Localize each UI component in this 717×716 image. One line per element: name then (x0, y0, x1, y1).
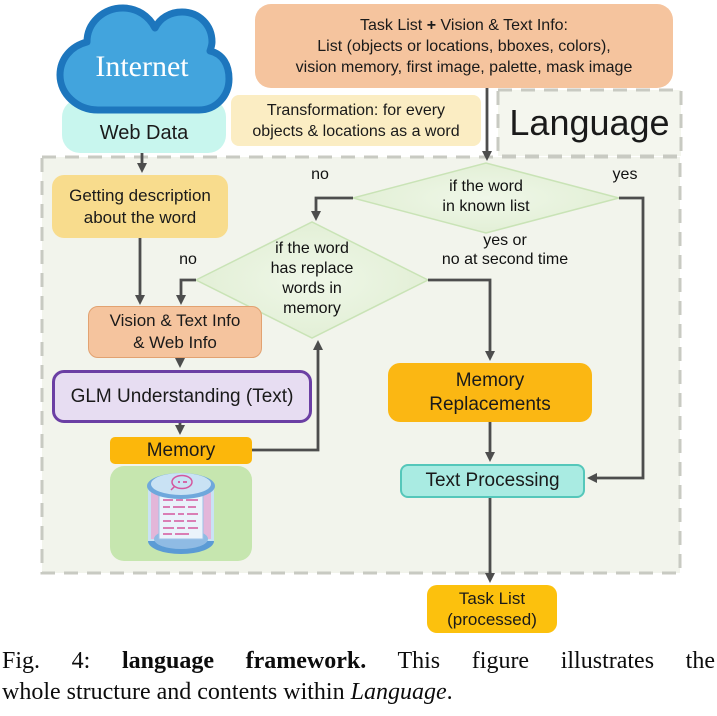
transformation-line2: objects & locations as a word (252, 122, 460, 140)
task-info-line1: Task List + Vision & Text Info: (360, 15, 568, 36)
decision-known-line2: in known list (442, 198, 530, 215)
edge-label-yes-or: yes or (483, 232, 527, 249)
arrow-diamond2-no-to-visioninfo (176, 278, 196, 305)
language-title-text: Language (509, 102, 670, 143)
getting-desc-line1: Getting description (69, 185, 211, 205)
cloud-icon (56, 4, 233, 114)
internet-node (50, 2, 234, 118)
database-text-lines (163, 499, 198, 535)
memory-repl-line2: Replacements (429, 393, 551, 415)
decision-replace-text: if the word has replace words in memory (232, 239, 392, 319)
caption-text-1: This figure illustrates the (397, 648, 715, 674)
transformation-node: Transformation: for every objects & loca… (231, 95, 481, 146)
edge-label-second-time: no at second time (441, 251, 569, 268)
task-info-plus: + (426, 16, 437, 34)
vision-info-line2: & Web Info (133, 333, 217, 352)
caption-italic-word: Language (350, 679, 447, 705)
memory-repl-line1: Memory (455, 369, 525, 391)
arrow-diamond1-no-to-diamond2 (311, 196, 353, 221)
task-list-processed-node: Task List (processed) (427, 585, 557, 633)
decision-replace-line1: if the word (275, 240, 349, 257)
internet-label: Internet (95, 50, 189, 83)
vision-web-info-node: Vision & Text Info & Web Info (88, 306, 262, 358)
language-title-border (496, 88, 683, 158)
task-processed-line2: (processed) (447, 610, 537, 629)
task-info-pre: Task List (360, 16, 423, 34)
caption-text-2: whole structure and contents within (2, 679, 345, 705)
text-processing-label: Text Processing (425, 470, 560, 491)
transformation-line1: Transformation: for every (266, 101, 446, 119)
vision-info-line1: Vision & Text Info (109, 311, 241, 330)
decision-replace-line4: memory (283, 300, 341, 317)
edge-label-no-1: no (311, 166, 329, 183)
caption-period: . (446, 679, 453, 705)
memory-label: Memory (146, 439, 216, 461)
edge-label-no-2: no (179, 251, 197, 268)
task-info-node: Task List + Vision & Text Info: List (ob… (255, 4, 673, 88)
decision-known-list-text: if the word in known list (396, 177, 576, 217)
memory-replacements-node: Memory Replacements (388, 363, 592, 422)
caption-bold-title: language framework. (121, 648, 367, 674)
task-processed-line1: Task List (458, 589, 526, 608)
arrow-diamond1-yes-to-textproc (587, 196, 645, 483)
database-cylinder-icon (147, 473, 215, 554)
caption-line1: Fig. 4: language framework. This figure … (2, 646, 715, 677)
speech-bubble-icon (170, 474, 193, 491)
getting-desc-line2: about the word (83, 207, 197, 227)
figure-caption: Fig. 4: language framework. This figure … (2, 646, 715, 708)
decision-known-line1: if the word (449, 178, 523, 195)
edge-label-yes: yes (612, 166, 638, 183)
getting-description-node: Getting description about the word (52, 175, 228, 238)
text-processing-node: Text Processing (400, 464, 585, 498)
arrow-diamond2-to-memrepl (428, 278, 495, 361)
web-data-label: Web Data (99, 121, 189, 144)
task-info-line2: List (objects or locations, bboxes, colo… (317, 37, 611, 55)
database-icon (143, 469, 219, 557)
decision-replace-line3: words in (282, 280, 342, 297)
edge-label-yes-or-no: yes or no at second time (420, 231, 590, 269)
glm-understanding-node: GLM Understanding (Text) (52, 370, 312, 423)
caption-line2: whole structure and contents within Lang… (2, 677, 715, 708)
arrow-memory-to-diamond2 (252, 340, 323, 452)
task-info-post: Vision & Text Info: (440, 16, 568, 34)
memory-node: Memory (110, 437, 252, 464)
task-info-line3: vision memory, first image, palette, mas… (295, 58, 633, 76)
glm-label: GLM Understanding (Text) (70, 385, 294, 407)
decision-replace-line2: has replace (270, 260, 354, 277)
caption-fig-number: Fig. 4: (2, 648, 91, 674)
language-region-title: Language (498, 92, 681, 154)
